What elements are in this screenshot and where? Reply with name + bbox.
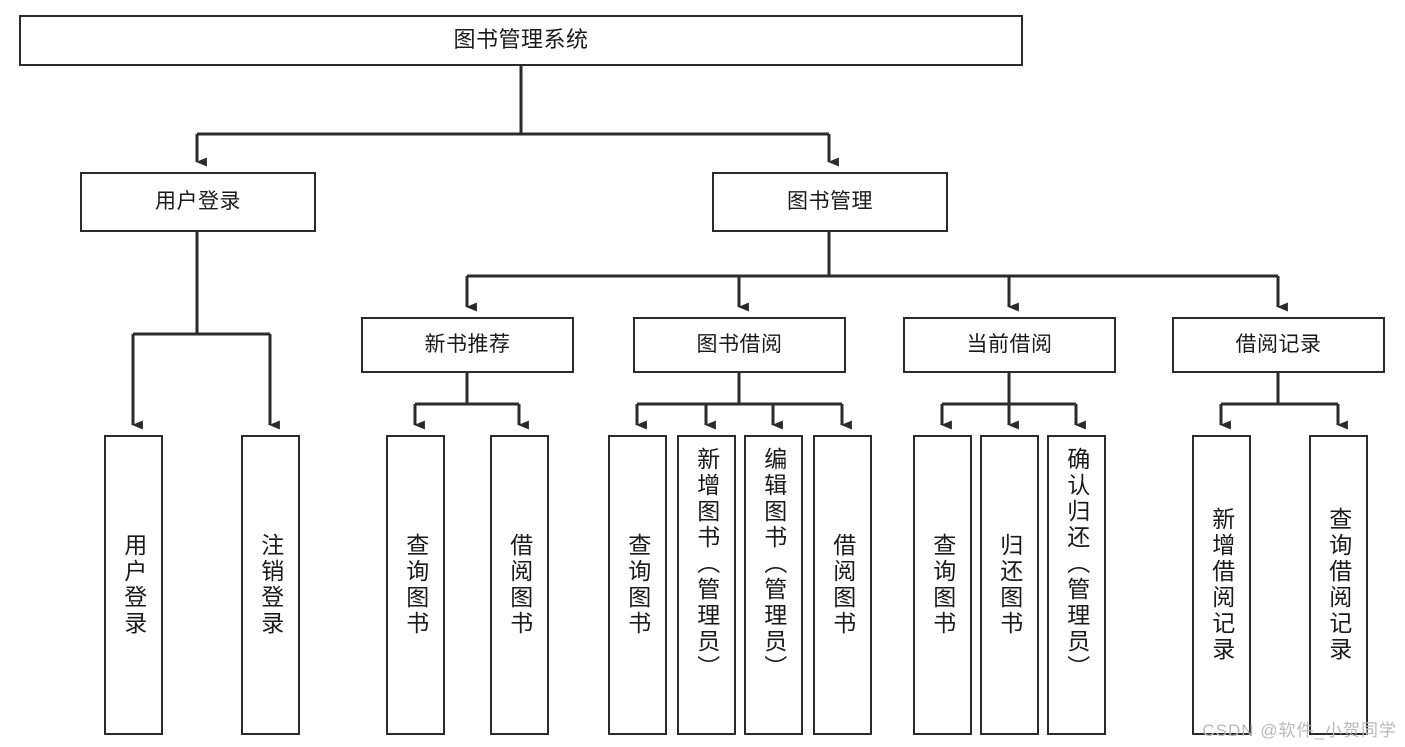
leaf-query-book-2-label: 查询图书 — [624, 533, 651, 637]
leaf-borrow-book-1[interactable]: 借阅图书 — [490, 435, 549, 735]
node-current-borrow-label: 当前借阅 — [966, 333, 1053, 357]
leaf-edit-book-admin-label: 编辑图书（管理员） — [760, 447, 787, 681]
node-new-book-recommend[interactable]: 新书推荐 — [361, 317, 574, 373]
node-borrow-record-label: 借阅记录 — [1235, 333, 1322, 357]
leaf-return-book[interactable]: 归还图书 — [980, 435, 1039, 735]
leaf-query-book-1-label: 查询图书 — [402, 533, 429, 637]
leaf-query-book-2[interactable]: 查询图书 — [608, 435, 667, 735]
leaf-logout-login[interactable]: 注销登录 — [241, 435, 300, 735]
leaf-user-login[interactable]: 用户登录 — [104, 435, 163, 735]
leaf-return-book-label: 归还图书 — [996, 533, 1023, 637]
node-root-label: 图书管理系统 — [453, 27, 589, 53]
node-user-login-label: 用户登录 — [155, 190, 241, 214]
leaf-query-borrow-record-label: 查询借阅记录 — [1325, 507, 1352, 663]
node-book-borrow[interactable]: 图书借阅 — [633, 317, 846, 373]
node-borrow-record[interactable]: 借阅记录 — [1172, 317, 1385, 373]
leaf-add-book-admin-label: 新增图书（管理员） — [693, 447, 720, 681]
node-user-login[interactable]: 用户登录 — [80, 172, 316, 232]
leaf-add-book-admin[interactable]: 新增图书（管理员） — [677, 435, 736, 735]
leaf-logout-login-label: 注销登录 — [257, 533, 284, 637]
node-book-borrow-label: 图书借阅 — [696, 333, 783, 357]
node-root[interactable]: 图书管理系统 — [19, 15, 1023, 66]
leaf-borrow-book-2[interactable]: 借阅图书 — [813, 435, 872, 735]
leaf-borrow-book-1-label: 借阅图书 — [506, 533, 533, 637]
leaf-edit-book-admin[interactable]: 编辑图书（管理员） — [744, 435, 803, 735]
leaf-query-book-3-label: 查询图书 — [929, 533, 956, 637]
leaf-add-borrow-record-label: 新增借阅记录 — [1208, 507, 1235, 663]
node-new-book-recommend-label: 新书推荐 — [424, 333, 511, 357]
leaf-confirm-return-admin-label: 确认归还（管理员） — [1063, 447, 1090, 681]
leaf-query-book-1[interactable]: 查询图书 — [386, 435, 445, 735]
leaf-add-borrow-record[interactable]: 新增借阅记录 — [1192, 435, 1251, 735]
watermark: CSDN @软件_小贺同学 — [1202, 721, 1397, 740]
leaf-borrow-book-2-label: 借阅图书 — [829, 533, 856, 637]
node-book-manage[interactable]: 图书管理 — [712, 172, 948, 232]
node-current-borrow[interactable]: 当前借阅 — [903, 317, 1116, 373]
leaf-query-book-3[interactable]: 查询图书 — [913, 435, 972, 735]
leaf-user-login-label: 用户登录 — [120, 533, 147, 637]
leaf-confirm-return-admin[interactable]: 确认归还（管理员） — [1047, 435, 1106, 735]
leaf-query-borrow-record[interactable]: 查询借阅记录 — [1309, 435, 1368, 735]
node-book-manage-label: 图书管理 — [787, 190, 873, 214]
